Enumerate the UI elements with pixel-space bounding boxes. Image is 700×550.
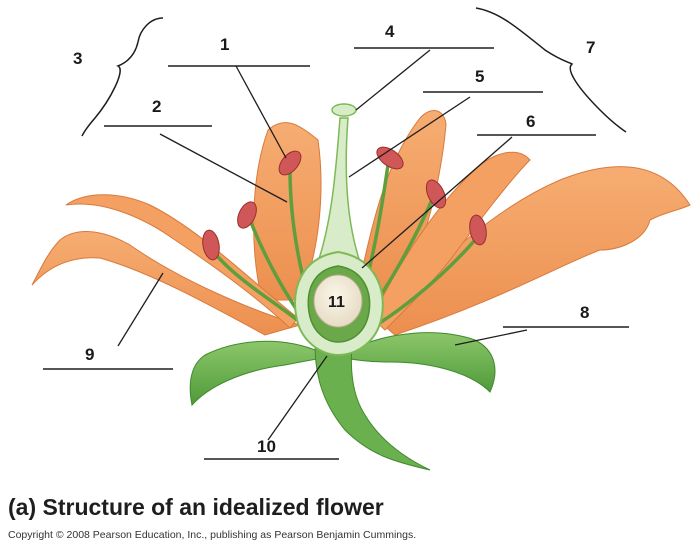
anthers xyxy=(202,146,487,261)
stigma xyxy=(331,103,357,117)
bracket-3 xyxy=(81,17,164,137)
label-10: 10 xyxy=(257,437,276,456)
ovule xyxy=(313,274,363,328)
stem xyxy=(314,344,431,471)
petal-right xyxy=(379,166,691,336)
answer-lines xyxy=(43,47,629,460)
label-11: 11 xyxy=(328,294,345,311)
label-2: 2 xyxy=(152,97,161,116)
sepal-left xyxy=(189,340,323,407)
label-8: 8 xyxy=(580,303,589,322)
copyright-notice: Copyright © 2008 Pearson Education, Inc.… xyxy=(8,529,417,541)
label-5: 5 xyxy=(475,67,484,86)
label-4: 4 xyxy=(385,22,395,41)
label-1: 1 xyxy=(220,35,229,54)
style xyxy=(316,117,362,263)
label-6: 6 xyxy=(526,112,535,131)
figure-title: (a) Structure of an idealized flower xyxy=(8,494,384,520)
label-7: 7 xyxy=(586,38,595,57)
bracket-7 xyxy=(475,7,627,133)
label-3: 3 xyxy=(73,49,82,68)
sepal-right xyxy=(344,332,496,393)
leader-lines xyxy=(117,49,528,441)
label-9: 9 xyxy=(85,345,94,364)
